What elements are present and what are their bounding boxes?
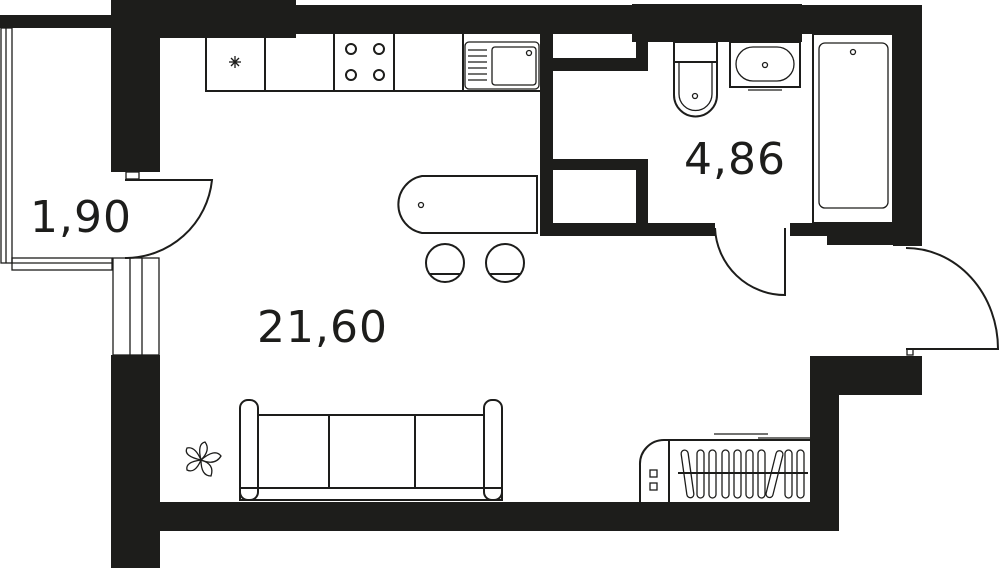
sink-icon <box>464 41 540 90</box>
entrance-door <box>905 247 1000 350</box>
fridge-icon <box>229 56 241 68</box>
hob-icon <box>345 43 385 81</box>
stool <box>425 243 466 283</box>
balcony-area-label: 1,90 <box>30 192 132 243</box>
plant-icon <box>185 441 222 477</box>
balcony-door <box>124 179 214 260</box>
walls <box>0 0 922 568</box>
sofa-icon <box>239 399 503 501</box>
wardrobe-icon <box>638 433 810 502</box>
living-area-label: 21,60 <box>257 302 388 353</box>
bar-table <box>397 175 538 283</box>
bathroom-area-label: 4,86 <box>684 134 786 185</box>
bathtub-icon <box>812 33 894 224</box>
bathroom-door <box>714 227 786 297</box>
doors <box>124 171 1000 356</box>
bathroom-fixtures <box>673 33 894 224</box>
stool <box>485 243 526 283</box>
toilet-icon <box>673 41 718 118</box>
kitchen-counter <box>205 32 542 92</box>
washbasin-icon <box>729 41 801 88</box>
